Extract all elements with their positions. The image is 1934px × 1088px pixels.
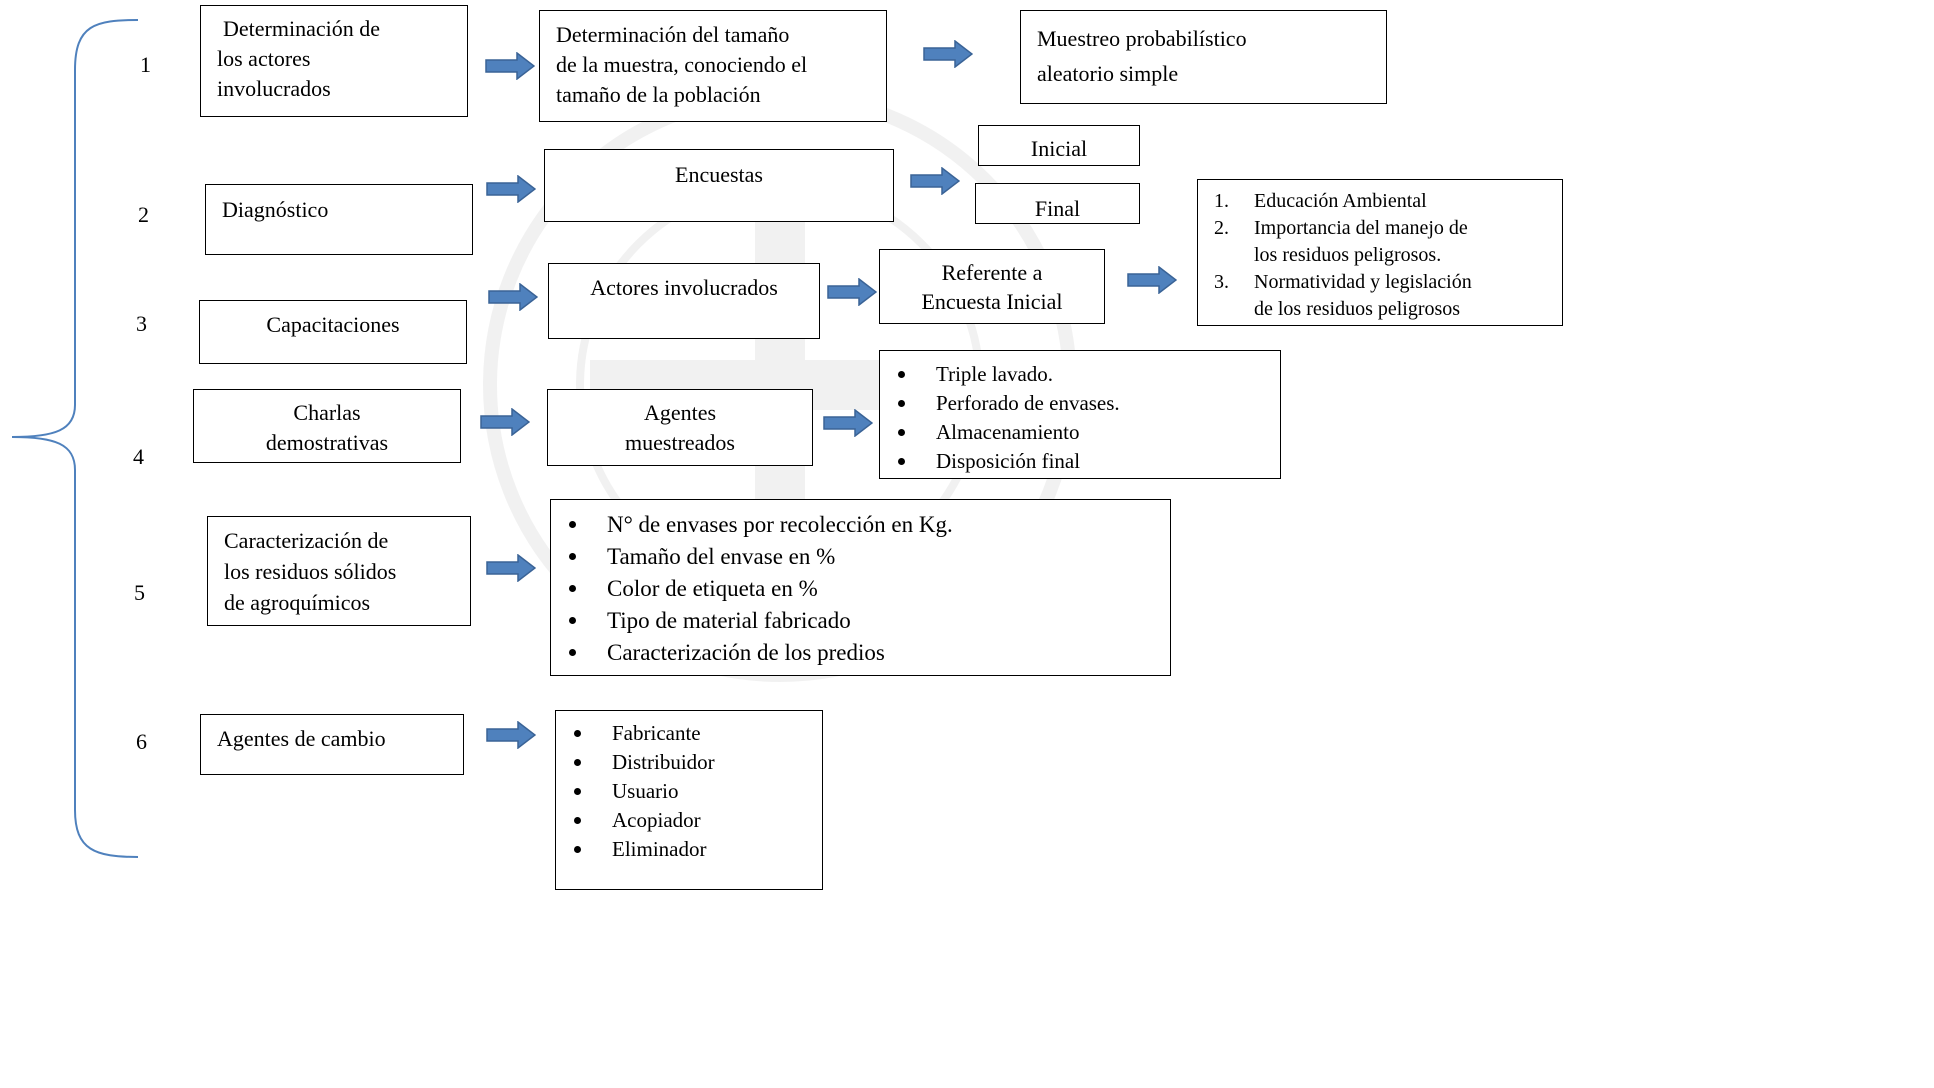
topic-number: 2. [1214,217,1229,239]
actors-line-2: los actores [217,46,311,71]
practice-item: Almacenamiento [880,418,1280,447]
diagnostico-label: Diagnóstico [222,197,329,222]
right-arrow-icon [910,167,960,195]
agentes-muestreados-box: Agentes muestreados [547,389,813,466]
encuestas-label: Encuestas [675,162,763,187]
capacitation-topics-list: 1. Educación Ambiental 2. Importancia de… [1198,188,1562,323]
referente-line-1: Referente a [941,260,1043,285]
charlas-line-1: Charlas [293,400,361,425]
actors-determination-box: Determinación de los actores involucrado… [200,5,468,117]
left-brace [11,19,139,858]
actores-involucrados-label: Actores involucrados [590,275,778,300]
topic-line: los residuos peligrosos. [1254,244,1442,266]
practice-item: Disposición final [880,447,1280,476]
step-number-1: 1 [140,52,151,77]
charlas-box: Charlas demostrativas [193,389,461,463]
change-agent-item: Fabricante [556,719,822,748]
characterization-items-box: N° de envases por recolección en Kg. Tam… [550,499,1171,676]
right-arrow-icon [486,721,536,749]
agentes-cambio-label: Agentes de cambio [217,726,386,751]
topic-item: 1. Educación Ambiental [1198,188,1562,215]
referente-line-2: Encuesta Inicial [921,289,1063,314]
sampling-line-2: aleatorio simple [1037,61,1179,86]
characterization-item: N° de envases por recolección en Kg. [551,509,1170,541]
change-agents-list: Fabricante Distribuidor Usuario Acopiado… [556,719,822,864]
topic-line: Educación Ambiental [1254,190,1427,212]
sample-size-box: Determinación del tamaño de la muestra, … [539,10,887,122]
characterization-item: Tipo de material fabricado [551,605,1170,637]
sample-size-line-3: tamaño de la población [556,82,761,107]
inicial-label: Inicial [1030,136,1088,161]
actors-line-3: involucrados [217,76,331,101]
capacitaciones-label: Capacitaciones [266,312,400,337]
change-agents-box: Fabricante Distribuidor Usuario Acopiado… [555,710,823,890]
change-agent-item: Eliminador [556,835,822,864]
caracterizacion-line-2: los residuos sólidos [224,559,397,584]
practice-item: Perforado de envases. [880,389,1280,418]
agentes-cambio-box: Agentes de cambio [200,714,464,775]
inicial-box: Inicial [978,125,1140,166]
practices-box: Triple lavado. Perforado de envases. Alm… [879,350,1281,479]
topic-number: 1. [1214,190,1229,212]
encuestas-box: Encuestas [544,149,894,222]
right-arrow-icon [486,175,536,203]
capacitation-topics-box: 1. Educación Ambiental 2. Importancia de… [1197,179,1563,326]
caracterizacion-line-3: de agroquímicos [224,590,371,615]
caracterizacion-box: Caracterización de los residuos sólidos … [207,516,471,626]
right-arrow-icon [827,278,877,306]
sampling-method-box: Muestreo probabilístico aleatorio simple [1020,10,1387,104]
topic-number: 3. [1214,271,1229,293]
diagnostico-box: Diagnóstico [205,184,473,255]
topic-line: de los residuos peligrosos [1254,298,1461,320]
topic-item: 2. Importancia del manejo de los residuo… [1198,215,1562,269]
right-arrow-icon [923,40,973,68]
sampling-line-1: Muestreo probabilístico [1037,26,1247,51]
agentes-line-2: muestreados [625,430,735,455]
change-agent-item: Acopiador [556,806,822,835]
step-number-2: 2 [138,202,149,227]
step-number-5: 5 [134,580,145,605]
practice-item: Triple lavado. [880,360,1280,389]
right-arrow-icon [486,554,536,582]
actores-involucrados-box: Actores involucrados [548,263,820,339]
right-arrow-icon [480,408,530,436]
characterization-item: Color de etiqueta en % [551,573,1170,605]
capacitaciones-box: Capacitaciones [199,300,467,364]
step-number-6: 6 [136,729,147,754]
charlas-line-2: demostrativas [265,430,389,455]
topic-line: Normatividad y legislación [1254,271,1472,293]
change-agent-item: Usuario [556,777,822,806]
actors-line-1: Determinación de [223,16,380,41]
final-box: Final [975,183,1140,224]
characterization-item: Tamaño del envase en % [551,541,1170,573]
final-label: Final [1034,196,1081,221]
agentes-line-1: Agentes [643,400,717,425]
referente-box: Referente a Encuesta Inicial [879,249,1105,324]
topic-item: 3. Normatividad y legislación de los res… [1198,269,1562,323]
right-arrow-icon [485,52,535,80]
practices-list: Triple lavado. Perforado de envases. Alm… [880,360,1280,476]
right-arrow-icon [1127,266,1177,294]
step-number-3: 3 [136,311,147,336]
characterization-item: Caracterización de los predios [551,637,1170,669]
right-arrow-icon [823,409,873,437]
change-agent-item: Distribuidor [556,748,822,777]
caracterizacion-line-1: Caracterización de [224,528,389,553]
sample-size-line-2: de la muestra, conociendo el [556,52,808,77]
right-arrow-icon [488,283,538,311]
topic-line: Importancia del manejo de [1254,217,1468,239]
characterization-items-list: N° de envases por recolección en Kg. Tam… [551,509,1170,669]
sample-size-line-1: Determinación del tamaño [556,22,790,47]
step-number-4: 4 [133,444,144,469]
